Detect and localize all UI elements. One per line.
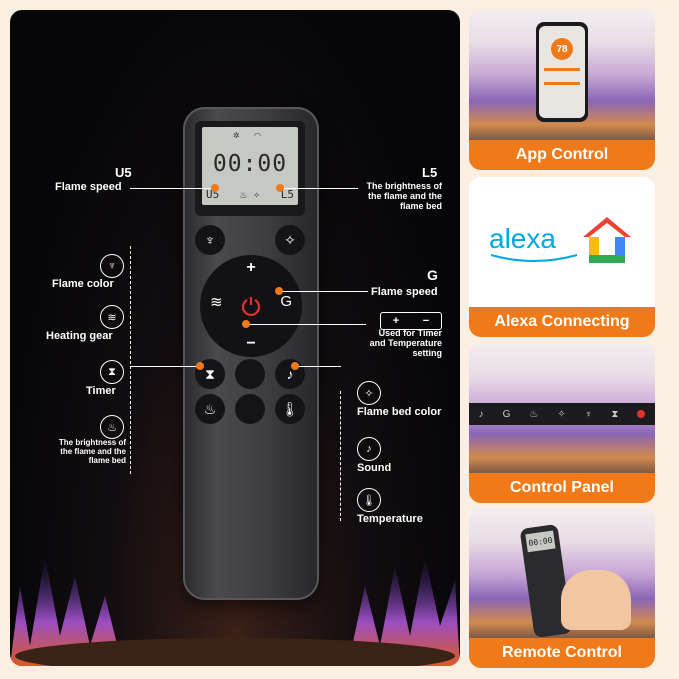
main-panel: ✲ ◠ 00:00 U5 ♨ ✧ L5 ♆ ✧ + ≋ G − ⧗ ♪ ♨ 🌡	[10, 10, 460, 666]
card-control-panel: ♪ G ♨ ✧ ♆ ⧗ Control Panel	[469, 343, 655, 503]
thermometer-icon: 🌡	[281, 400, 299, 417]
brightness-label: The brightness of the flame and the flam…	[58, 438, 126, 465]
card-label: App Control	[469, 140, 655, 170]
card-alexa: alexa Alexa Connecting	[469, 177, 655, 337]
heating-gear-label: Heating gear	[46, 330, 113, 342]
left-bracket	[130, 246, 132, 474]
timer-temp-label: Used for Timer and Temperature setting	[369, 328, 442, 358]
lcd-indicator-icons: ♨ ✧	[240, 188, 260, 201]
temperature-label: Temperature	[357, 513, 423, 525]
alexa-image: alexa	[469, 177, 655, 307]
power-icon	[241, 297, 261, 317]
speaker-icon: ♪	[286, 366, 294, 382]
heating-gear-button[interactable]: ≋	[210, 293, 223, 311]
flame-speed-button[interactable]: G	[280, 293, 292, 310]
u5-desc: Flame speed	[55, 181, 122, 193]
temperature-icon: 🌡	[357, 488, 381, 512]
phone-slider	[544, 82, 580, 85]
remote-control: ✲ ◠ 00:00 U5 ♨ ✧ L5 ♆ ✧ + ≋ G − ⧗ ♪ ♨ 🌡	[183, 107, 319, 600]
flame-icon: ♨	[203, 400, 217, 417]
alexa-smile-icon	[490, 254, 578, 262]
timer-temp-dot	[242, 320, 250, 328]
timer-label: Timer	[86, 385, 116, 397]
flame-bed-icon: ✧	[557, 408, 566, 420]
power-indicator-icon	[637, 410, 646, 418]
sound-button[interactable]: ♪	[275, 359, 305, 389]
control-panel-image: ♪ G ♨ ✧ ♆ ⧗	[469, 343, 655, 473]
flame-bed-color-icon: ✧	[357, 381, 381, 405]
timer-temp-line	[246, 324, 366, 325]
phone-slider	[544, 68, 580, 71]
right-bracket-link	[295, 366, 341, 367]
timer-dot	[196, 362, 204, 370]
card-label: Remote Control	[469, 638, 655, 668]
mini-remote-lcd: 00:00	[525, 530, 556, 553]
card-app-control: 78 App Control	[469, 10, 655, 170]
phone-screen: 78	[539, 26, 585, 118]
heating-gear-icon: ≋	[100, 305, 124, 329]
l5-desc: The brightness of the flame and the flam…	[366, 181, 442, 211]
plus-minus-icon: +−	[380, 312, 442, 330]
flame-color-button[interactable]: ♆	[195, 225, 225, 255]
flame-bed-color-icon: ✧	[284, 231, 296, 248]
blank-button-bottom[interactable]	[235, 394, 265, 424]
u5-line	[130, 188, 215, 189]
flame-color-icon-left: ♆	[100, 254, 124, 278]
left-bracket-link	[130, 366, 200, 367]
blank-button-top[interactable]	[235, 359, 265, 389]
flame-color-label: Flame color	[52, 278, 114, 290]
heat-icon: ≋	[210, 294, 223, 311]
lcd-row: U5 ♨ ✧ L5	[206, 188, 294, 201]
flame-color-icon: ♆	[204, 232, 216, 248]
timer-icon: ⧗	[611, 408, 619, 420]
card-label: Control Panel	[469, 473, 655, 503]
control-panel-strip: ♪ G ♨ ✧ ♆ ⧗	[469, 403, 655, 425]
app-control-image: 78	[469, 10, 655, 140]
lcd-status-icons: ✲ ◠	[233, 131, 267, 140]
flame-speed-symbol: G	[427, 267, 438, 283]
remote-control-image: 00:00	[469, 508, 655, 639]
right-bracket	[340, 391, 342, 521]
l5-dot	[276, 184, 284, 192]
flame-icon: ♨	[529, 408, 539, 420]
power-button[interactable]	[238, 293, 264, 319]
flame-speed-icon: G	[502, 408, 511, 420]
plus-button[interactable]: +	[246, 259, 256, 276]
sound-label: Sound	[357, 462, 392, 474]
phone-temp-dial: 78	[551, 38, 573, 60]
flame-speed-dot	[275, 287, 283, 295]
l5-line	[280, 188, 358, 189]
alexa-logo-text: alexa	[489, 223, 556, 254]
google-home-icon	[583, 217, 631, 263]
sound-dot	[291, 362, 299, 370]
flame-speed-line	[278, 291, 368, 292]
lcd-display: ✲ ◠ 00:00 U5 ♨ ✧ L5	[195, 121, 305, 216]
card-label: Alexa Connecting	[469, 307, 655, 337]
u5-dot	[211, 184, 219, 192]
hand	[561, 570, 631, 630]
flame-speed-icon: G	[280, 293, 292, 310]
lcd-screen: ✲ ◠ 00:00 U5 ♨ ✧ L5	[202, 127, 298, 205]
lcd-time: 00:00	[212, 151, 288, 177]
brightness-button[interactable]: ♨	[195, 394, 225, 424]
sound-icon: ♪	[478, 408, 484, 420]
brightness-icon: ♨	[100, 415, 124, 439]
temperature-button[interactable]: 🌡	[275, 394, 305, 424]
minus-button[interactable]: −	[246, 335, 256, 352]
lcd-right-code: L5	[280, 188, 294, 201]
flame-speed-label: Flame speed	[371, 286, 438, 298]
u5-code: U5	[115, 165, 132, 180]
card-remote-control: 00:00 Remote Control	[469, 508, 655, 668]
flame-bed-color-label: Flame bed color	[357, 406, 442, 418]
l5-code: L5	[422, 165, 438, 180]
control-dial: + ≋ G −	[200, 255, 302, 357]
flame-bed-color-button[interactable]: ✧	[275, 225, 305, 255]
sound-icon: ♪	[357, 437, 381, 461]
hourglass-icon: ⧗	[205, 365, 215, 382]
timer-icon: ⧗	[100, 360, 124, 384]
phone: 78	[536, 22, 588, 122]
flame-color-icon: ♆	[584, 408, 593, 420]
flame-background	[10, 556, 460, 666]
